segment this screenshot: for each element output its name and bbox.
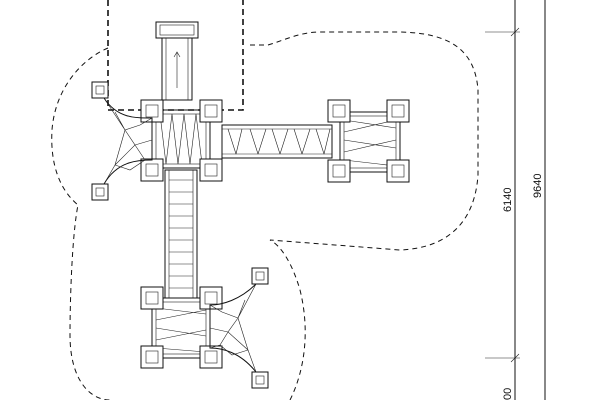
bottom-tower <box>140 286 223 369</box>
vertical-bridge <box>164 169 198 299</box>
bottom-net-climber <box>209 267 269 389</box>
slide-zone-outline <box>107 0 244 111</box>
inner-dimension-label: 6140 <box>502 188 514 212</box>
outer-dimension-label: 9640 <box>532 174 544 198</box>
bottom-partial-dimension-label: 00 <box>502 388 514 400</box>
right-tower <box>327 99 410 183</box>
safety-zone-outline <box>51 31 479 400</box>
slide <box>155 21 199 101</box>
arrow-up-icon <box>173 51 181 88</box>
central-tower <box>140 99 223 182</box>
dimension-lines <box>485 0 546 400</box>
left-net-climber <box>91 81 153 201</box>
horizontal-bridge <box>221 124 333 159</box>
